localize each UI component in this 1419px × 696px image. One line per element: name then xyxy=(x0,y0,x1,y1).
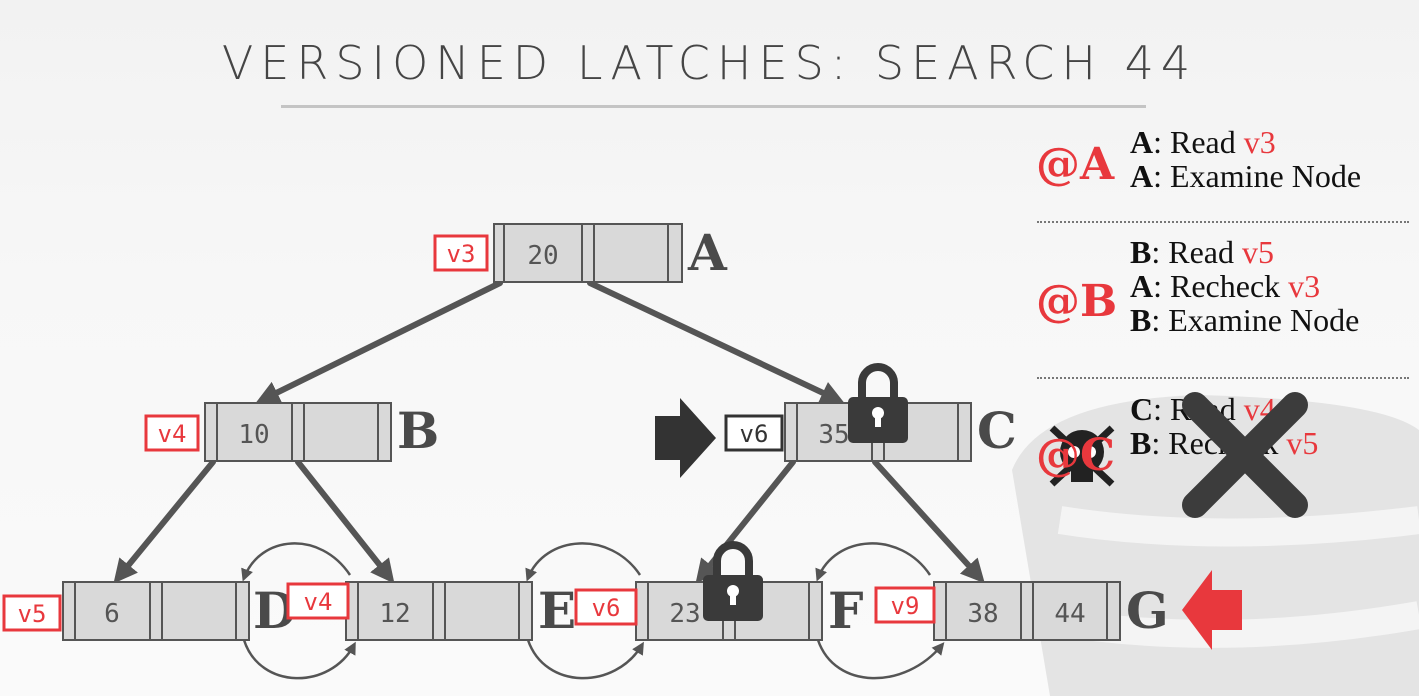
node-e-label: E xyxy=(538,581,576,640)
step-b-line-3: B: Examine Node xyxy=(1130,302,1360,338)
node-c-key: 35 xyxy=(818,420,849,450)
node-e-version: v4 xyxy=(304,588,333,616)
node-b: 10 v4 B xyxy=(144,401,439,462)
step-marker-c: @C xyxy=(1036,430,1116,481)
node-b-key: 10 xyxy=(238,420,269,450)
node-a-label: A xyxy=(687,223,728,282)
node-g-key-2: 44 xyxy=(1054,599,1085,629)
node-c-version: v6 xyxy=(740,420,769,448)
node-f-label: F xyxy=(828,581,864,640)
node-a-version: v3 xyxy=(447,240,476,268)
skull-icon xyxy=(1049,425,1115,487)
step-b-lines: B: Read v5 A: Recheck v3 B: Examine Node xyxy=(1130,235,1359,337)
lock-icon xyxy=(703,545,763,621)
step-marker-b: @B xyxy=(1036,276,1118,327)
node-c-label: C xyxy=(977,401,1017,460)
node-d-key: 6 xyxy=(104,599,120,629)
arrow-left-icon xyxy=(1182,570,1242,650)
sibling-links xyxy=(241,542,945,680)
node-e-key: 12 xyxy=(379,599,410,629)
lock-icon xyxy=(848,367,908,443)
node-g-label: G xyxy=(1126,581,1169,640)
node-b-label: B xyxy=(397,401,439,460)
x-icon xyxy=(1182,392,1308,518)
node-b-version: v4 xyxy=(158,420,187,448)
step-a-lines: A: Read v3 A: Examine Node xyxy=(1130,125,1361,193)
node-g: 38 44 v9 G xyxy=(874,581,1169,641)
node-f-key: 23 xyxy=(669,599,700,629)
step-b-line-1: B: Read v5 xyxy=(1130,234,1274,270)
title-divider xyxy=(281,105,1146,108)
step-divider xyxy=(1037,377,1409,379)
page-title: VERSIONED LATCHES: SEARCH 44 xyxy=(221,36,1198,90)
node-d-version: v5 xyxy=(18,600,47,628)
step-a-line-1: A: Read v3 xyxy=(1130,124,1276,160)
step-b-line-2: A: Recheck v3 xyxy=(1130,268,1321,304)
node-e: 12 v4 E xyxy=(286,581,576,641)
step-a-line-2: A: Examine Node xyxy=(1130,158,1362,194)
node-a-key: 20 xyxy=(527,241,558,271)
step-divider xyxy=(1037,221,1409,223)
node-g-key-1: 38 xyxy=(967,599,998,629)
node-d: 6 v5 D xyxy=(2,581,296,641)
node-f-version: v6 xyxy=(592,594,621,622)
node-g-version: v9 xyxy=(891,592,920,620)
node-a: 20 v3 A xyxy=(433,223,728,283)
step-marker-a: @A xyxy=(1036,139,1115,190)
arrow-right-icon xyxy=(655,398,716,478)
